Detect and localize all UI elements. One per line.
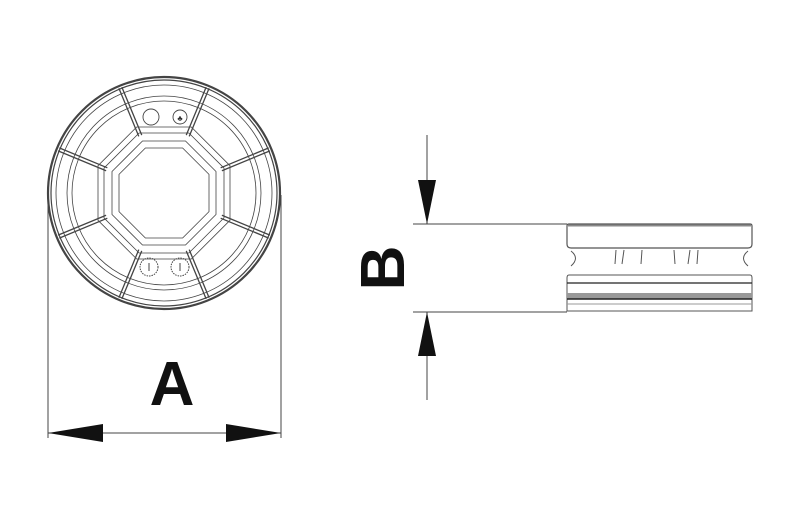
arrow-down-icon (418, 180, 436, 224)
arrow-right-icon (226, 424, 281, 442)
octagon-ring (103, 132, 225, 254)
octagon-ring (111, 140, 217, 246)
rib (57, 214, 107, 236)
rib (121, 86, 143, 136)
rotary-switches (139, 257, 190, 277)
rib (185, 250, 207, 300)
arrow-up-icon (418, 312, 436, 356)
top-view: ♣ (46, 75, 282, 311)
dimension-a-label: A (150, 350, 195, 419)
rib (118, 249, 140, 298)
rib (185, 86, 207, 136)
side-view (566, 223, 753, 312)
rib (121, 250, 143, 300)
octagon-opening (97, 126, 231, 260)
top-circles: ♣ (142, 108, 188, 126)
rib (220, 217, 269, 239)
rib (59, 217, 108, 239)
outer-rim (46, 75, 282, 311)
rib (188, 249, 210, 298)
svg-text:♣: ♣ (177, 114, 183, 123)
rib (59, 147, 108, 169)
rib (221, 214, 271, 236)
arrow-left-icon (48, 424, 103, 442)
rib (57, 150, 107, 172)
dimension-b (413, 135, 567, 400)
rib (118, 88, 140, 137)
ribs (57, 86, 271, 300)
rib (221, 150, 271, 172)
dimension-b-label: B (349, 246, 418, 291)
octagon-ring (118, 147, 210, 239)
dimension-a (47, 195, 282, 442)
rib (220, 147, 269, 169)
octagon-ring (97, 126, 231, 260)
rib (188, 88, 210, 137)
